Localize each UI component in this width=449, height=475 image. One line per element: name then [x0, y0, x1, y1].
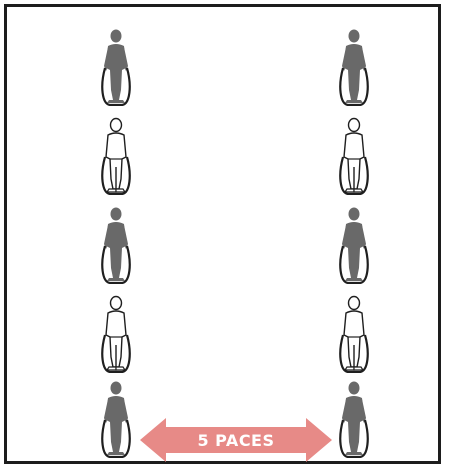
distance-arrow: 5 PACES [140, 418, 332, 462]
right-person-2-outline-icon [334, 115, 374, 195]
left-person-4-outline-icon [96, 293, 136, 373]
left-person-5-filled-icon [96, 378, 136, 458]
right-person-4-outline-icon [334, 293, 374, 373]
right-person-3-filled-icon [334, 204, 374, 284]
left-person-2-outline-icon [96, 115, 136, 195]
arrow-label: 5 PACES [140, 418, 332, 462]
diagram-frame [4, 4, 441, 464]
left-person-3-filled-icon [96, 204, 136, 284]
right-person-1-filled-icon [334, 26, 374, 106]
left-person-1-filled-icon [96, 26, 136, 106]
right-person-5-filled-icon [334, 378, 374, 458]
